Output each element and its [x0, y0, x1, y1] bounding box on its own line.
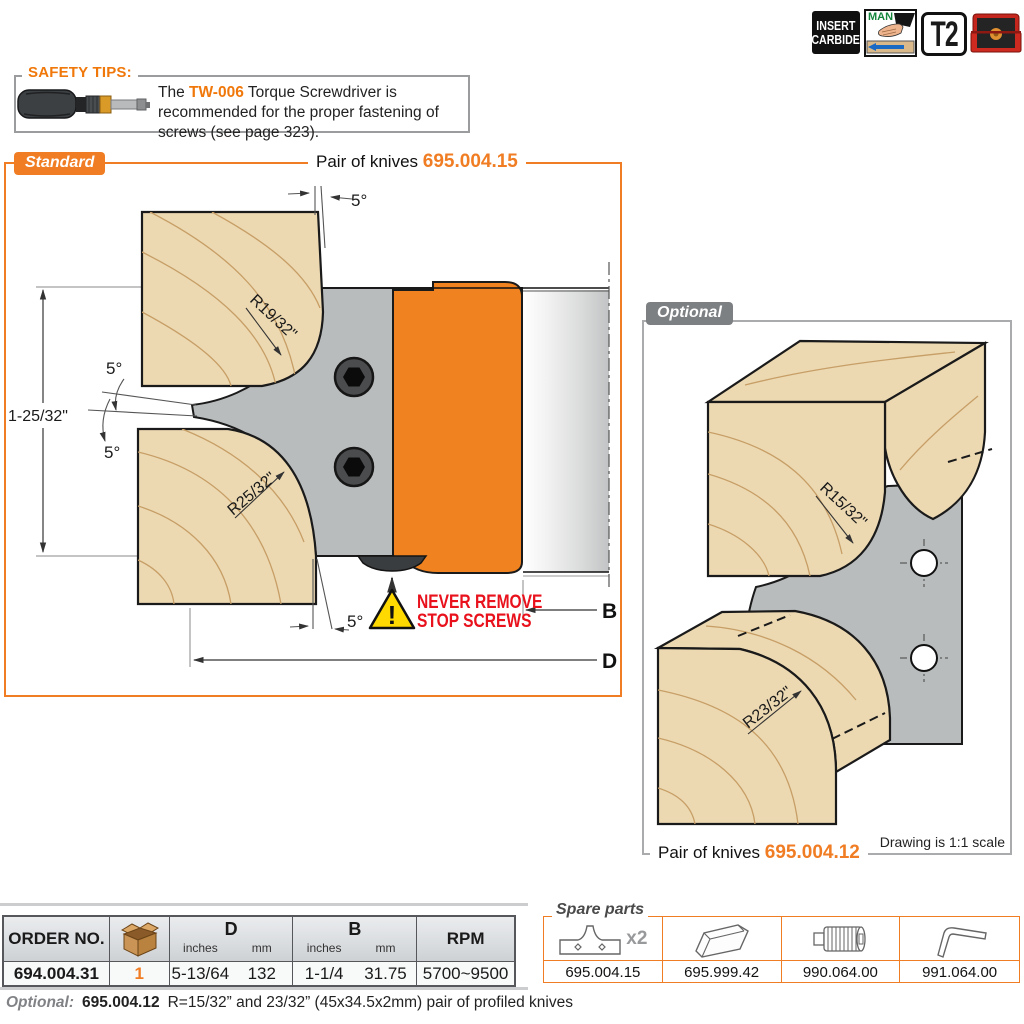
rpm-value: 5700~9500: [422, 963, 509, 983]
warning-text-line2: STOP SCREWS: [417, 610, 531, 632]
standard-pair-of-knives: Pair of knives 695.004.15: [308, 151, 526, 173]
bottom-wood-block: [136, 427, 318, 606]
dim-d-label: D: [602, 650, 617, 673]
t2-badge: T2: [921, 12, 967, 56]
header-b-mm: mm: [375, 941, 396, 955]
insert-carbide-badge: INSERT CARBIDE: [812, 11, 860, 54]
left-angles: [87, 378, 198, 442]
shaft: [430, 262, 610, 590]
knife-pair-icon: [559, 924, 621, 955]
wood-grain: [142, 212, 321, 386]
spare-knives-qty: x2: [626, 927, 648, 949]
spare-item-gib: [663, 917, 782, 960]
optional-badge: Optional: [646, 302, 733, 325]
knives-code-standard: 695.004.15: [422, 151, 518, 172]
tw006-code: TW-006: [189, 84, 244, 101]
spare-code-4: 991.064.00: [922, 963, 998, 981]
safety-tips-text: The TW-006 Torque Screwdriver is recomme…: [158, 84, 439, 141]
spare-item-screw: [782, 917, 901, 960]
header-rpm: RPM: [446, 929, 485, 948]
warning-exclamation: !: [388, 600, 397, 630]
b-inches-value: 1-1/4: [304, 963, 344, 983]
gib-icon: [694, 923, 749, 958]
insert-carbide-label-line2: CARBIDE: [811, 31, 861, 47]
top-angle: [287, 185, 353, 249]
standard-badge: Standard: [14, 152, 106, 175]
header-d: D inches mm: [170, 917, 294, 961]
screw-icon: [813, 925, 867, 952]
order-number: 694.004.31: [4, 962, 110, 985]
plate-holes: [900, 539, 948, 682]
footnote-text: R=15/32” and 23/32” (45x34.5x2mm) pair o…: [167, 994, 573, 1011]
wood-grain: [138, 429, 305, 604]
b-mm-value: 31.75: [364, 963, 407, 983]
insert-carbide-label-line1: INSERT: [816, 17, 856, 33]
footnote-label: Optional:: [6, 994, 75, 1011]
header-d-mm: mm: [251, 941, 272, 955]
d-inches-value: 5-13/64: [171, 963, 230, 983]
header-order-no: ORDER NO.: [4, 917, 110, 961]
safety-tips-box: [14, 75, 470, 133]
optional-pair-of-knives: Pair of knives 695.004.12: [650, 842, 868, 864]
footnote-code: 695.004.12: [82, 994, 160, 1011]
box-icon: [121, 922, 160, 957]
spec-table-header: ORDER NO. D inches mm B: [4, 917, 514, 961]
height-label: 1-25/32": [8, 408, 68, 425]
manual-feed-badge: MAN: [864, 9, 917, 57]
spare-parts-title: Spare parts: [552, 901, 649, 919]
spare-code-2: 695.999.42: [663, 961, 782, 983]
header-b: B inches mm: [293, 917, 418, 961]
footnote: Optional: 695.004.12 R=15/32” and 23/32” (…: [6, 994, 573, 1012]
optional-drawing: R15/32" R23/32": [653, 339, 993, 826]
spare-code-3: 990.064.00: [782, 961, 901, 983]
left-angle-top-label: 5°: [106, 359, 122, 378]
optional-bottom-wood-block: [653, 609, 892, 826]
standard-drawing: 1-25/32" 5° 5° 5°: [8, 185, 617, 673]
b-values: 1-1/4 31.75: [293, 962, 418, 985]
optional-top-wood-block: [704, 339, 993, 578]
torque-screwdriver-image: [17, 89, 150, 119]
divider-top: [0, 903, 528, 906]
warning-sign: ! NEVER REMOVE STOP SCREWS: [368, 588, 542, 632]
header-qty: [110, 917, 170, 961]
header-b-inches: inches: [306, 941, 342, 955]
wood-grain: [708, 431, 843, 576]
d-values: 5-13/64 132: [170, 962, 294, 985]
top-wood-block: [140, 210, 325, 388]
cutter-hub: [392, 281, 523, 574]
top-angle-label: 5°: [351, 191, 367, 210]
hex-screw-top: [333, 356, 375, 398]
stop-screw: [356, 555, 428, 572]
toolbox-icon: [969, 12, 1023, 54]
spare-parts-box: x2: [543, 916, 1020, 983]
dim-b-label: B: [602, 600, 617, 623]
hand-feed-icon: [866, 13, 915, 54]
spare-item-hexkey: [900, 917, 1019, 960]
hex-screw-bottom: [333, 446, 375, 488]
man-label: MAN: [868, 11, 894, 23]
spare-item-knives: x2: [544, 917, 663, 960]
bottom-angle-label: 5°: [347, 612, 363, 631]
bottom-angle: [289, 558, 350, 633]
t2-label: T2: [930, 13, 958, 54]
qty-value: 1: [110, 962, 170, 985]
spare-code-1: 695.004.15: [544, 961, 663, 983]
left-angle-bottom-label: 5°: [104, 443, 120, 462]
warning-text-line1: NEVER REMOVE: [417, 591, 542, 613]
scale-note: Drawing is 1:1 scale: [879, 834, 1005, 850]
divider-bottom: [0, 987, 528, 990]
knives-code-optional: 695.004.12: [764, 842, 860, 863]
header-d-inches: inches: [183, 941, 218, 955]
d-mm-value: 132: [247, 963, 276, 983]
hex-key-icon: [936, 926, 987, 958]
spec-table: ORDER NO. D inches mm B: [2, 915, 516, 987]
safety-tips-title: SAFETY TIPS:: [22, 64, 138, 81]
spec-table-row: 694.004.31 1 5-13/64 132 1-1/4 31.75 570…: [4, 961, 514, 985]
